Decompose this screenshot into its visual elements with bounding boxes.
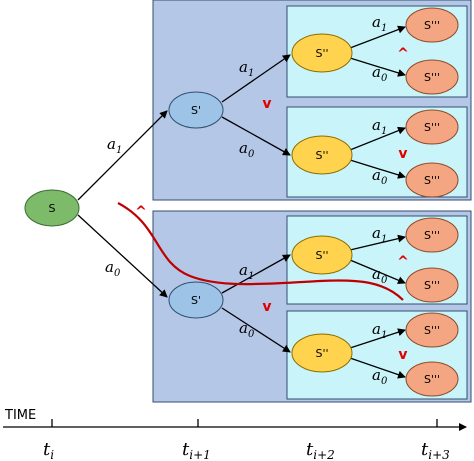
node-s3-2: S''' (405, 59, 459, 95)
node-s3-3-label: S''' (424, 121, 440, 134)
node-s2-4-label: S'' (315, 347, 328, 360)
time-label-2: ti+2 (306, 439, 335, 461)
node-s2-2-label: S'' (315, 149, 328, 162)
edge-s2-to-s3-2b (349, 159, 406, 179)
node-s3-7: S''' (405, 312, 459, 348)
action-label-a0-level1: a0 (105, 258, 121, 279)
node-s1-bottom-label: S' (191, 294, 201, 307)
node-s2-4: S'' (291, 333, 353, 373)
node-s2-1: S'' (291, 33, 353, 73)
edge-s2-to-s3-1a (349, 25, 406, 49)
node-s3-3: S''' (405, 109, 459, 145)
action-label-a0-level2-bottom: a0 (239, 319, 255, 340)
action-label-a0-level3-1: a0 (372, 63, 388, 84)
edge-s1-to-s2-1 (221, 54, 291, 103)
edge-s2-to-s3-4b (349, 357, 406, 379)
edge-s2-to-s3-1b (349, 57, 406, 77)
red-trajectory-curve (117, 202, 404, 301)
comparator-up-level3-3: ^ (397, 254, 409, 270)
edge-s-to-s1-bottom (77, 214, 168, 298)
node-s3-7-label: S''' (424, 324, 440, 337)
edge-s-to-s1-top (77, 110, 168, 201)
node-s3-4: S''' (405, 162, 459, 198)
node-s3-1-label: S''' (424, 19, 440, 32)
node-s3-6: S''' (405, 267, 459, 303)
node-s3-8-label: S''' (424, 373, 440, 386)
action-label-a1-level2-top: a1 (239, 58, 254, 79)
action-label-a1-level3-4: a1 (372, 320, 387, 341)
node-s3-4-label: S''' (424, 174, 440, 187)
node-s1-bottom: S' (168, 281, 224, 319)
time-label-0: ti (43, 439, 54, 461)
action-label-a0-level3-4: a0 (372, 366, 388, 387)
comparator-up-level1: ^ (135, 204, 147, 220)
node-s3-6-label: S''' (424, 279, 440, 292)
time-axis-label: TIME (4, 408, 36, 423)
comparator-down-level3-4: v (398, 347, 407, 363)
action-label-a1-level1: a1 (107, 135, 122, 156)
node-s3-8: S''' (405, 361, 459, 397)
edge-s2-to-s3-2a (349, 126, 406, 151)
comparator-up-level3-1: ^ (397, 46, 409, 62)
action-label-a1-level2-bottom: a1 (239, 261, 254, 282)
node-s2-2: S'' (291, 135, 353, 175)
action-label-a0-level3-2: a0 (372, 166, 388, 187)
node-s1-top: S' (168, 91, 224, 129)
action-label-a1-level3-2: a1 (372, 116, 387, 137)
edge-s1-to-s2-4 (221, 307, 291, 353)
edge-s1-to-s2-3 (221, 254, 291, 294)
node-s2-3-label: S'' (315, 249, 328, 262)
node-s-label: S (49, 202, 56, 215)
node-s3-1: S''' (405, 7, 459, 43)
node-s2-1-label: S'' (315, 47, 328, 60)
action-label-a1-level3-3: a1 (372, 224, 387, 245)
node-s1-top-label: S' (191, 104, 201, 117)
comparator-down-level2-top: v (262, 96, 271, 112)
action-label-a1-level3-1: a1 (372, 13, 387, 34)
comparator-down-level3-2: v (398, 146, 407, 162)
edge-s1-to-s2-2 (221, 116, 291, 156)
action-label-a0-level3-3: a0 (372, 265, 388, 286)
time-label-3: ti+3 (421, 439, 450, 461)
node-s2-3: S'' (291, 235, 353, 275)
edge-s2-to-s3-3a (349, 234, 406, 251)
time-label-1: ti+1 (182, 439, 211, 461)
comparator-down-level2-bottom: v (262, 299, 271, 315)
action-label-a0-level2-top: a0 (239, 139, 255, 160)
edge-s2-to-s3-3b (349, 259, 406, 284)
node-s3-5: S''' (405, 217, 459, 253)
node-s3-2-label: S''' (424, 71, 440, 84)
edge-s2-to-s3-4a (349, 328, 406, 349)
node-s3-5-label: S''' (424, 229, 440, 242)
node-s: S (24, 189, 80, 227)
